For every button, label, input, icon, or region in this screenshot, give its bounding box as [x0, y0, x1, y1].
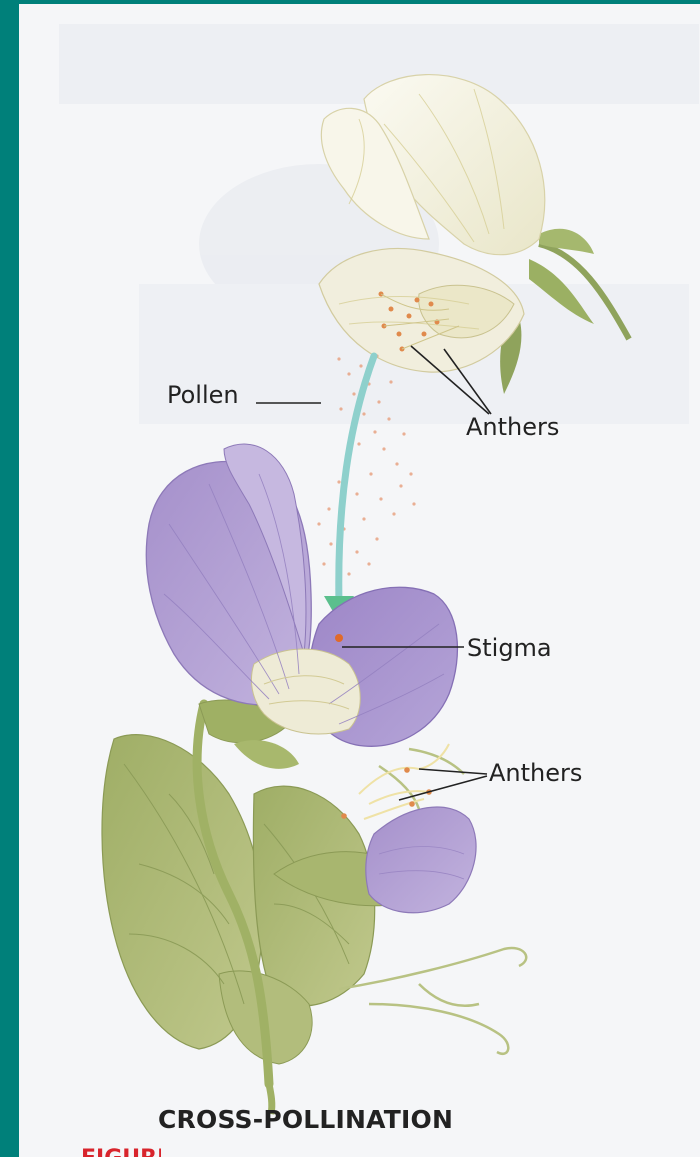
stigma-dot	[335, 634, 343, 642]
purple-flower	[146, 444, 457, 769]
diagram-caption: CROSS-POLLINATION	[158, 1105, 453, 1134]
anthers-top-label: Anthers	[466, 413, 559, 441]
anthers-bottom-label: Anthers	[489, 759, 582, 787]
textbook-page: Pollen Anthers Stigma Anthers CROSS-POLL…	[19, 4, 700, 1157]
stigma-label: Stigma	[467, 634, 552, 662]
plant-leaves	[102, 704, 526, 1114]
background-ghost-shapes	[59, 24, 699, 424]
figure-label-fragment: FIGURE	[81, 1148, 161, 1157]
figure-label-text: FIGURE	[81, 1148, 161, 1157]
pollen-label: Pollen	[167, 381, 239, 409]
cross-pollination-illustration	[19, 4, 700, 1157]
